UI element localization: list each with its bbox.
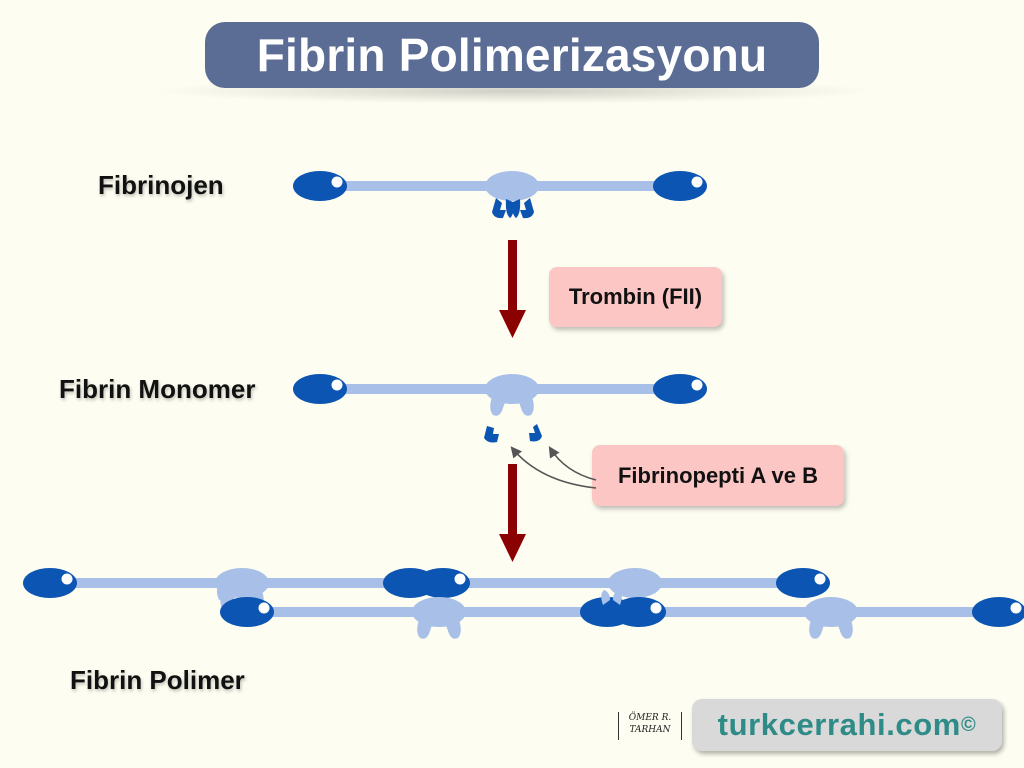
- fibrin-polymer-bottom-strand: [220, 597, 1024, 639]
- pointer-arrow-a: [510, 446, 597, 489]
- fibrinopeptide-label-box: Fibrinopepti A ve B: [592, 445, 844, 506]
- polymer-bottom-molecule-1: [220, 597, 634, 639]
- polymer-cross-links: [216, 584, 622, 605]
- fibrin-monomer-label: Fibrin Monomer: [59, 374, 256, 404]
- author-signature: ÖMER R. TARHAN: [618, 712, 682, 740]
- thrombin-label-box: Trombin (FII): [549, 267, 722, 327]
- polymer-bottom-molecule-2: [612, 597, 1024, 639]
- page-title: Fibrin Polimerizasyonu: [205, 22, 819, 88]
- pointer-arrow-b: [548, 446, 597, 481]
- polymer-top-molecule-2: [416, 568, 830, 598]
- brand-badge[interactable]: turkcerrahi.com ©: [692, 699, 1002, 751]
- thrombin-arrow: [499, 240, 526, 338]
- polymerization-arrow: [499, 464, 526, 562]
- brand-name: turkcerrahi.com: [717, 707, 961, 742]
- fibrinopeptide-attached: [492, 198, 534, 219]
- released-fibrinopeptide-a: [484, 426, 499, 443]
- fibrinogen-label: Fibrinojen: [98, 170, 224, 200]
- released-fibrinopeptide-b: [529, 424, 542, 442]
- signature-text: ÖMER R. TARHAN: [628, 713, 672, 735]
- fibrinogen-molecule: [293, 171, 707, 219]
- fibrin-monomer-molecule: [293, 374, 707, 416]
- fibrin-polymer-label: Fibrin Polimer: [70, 665, 245, 695]
